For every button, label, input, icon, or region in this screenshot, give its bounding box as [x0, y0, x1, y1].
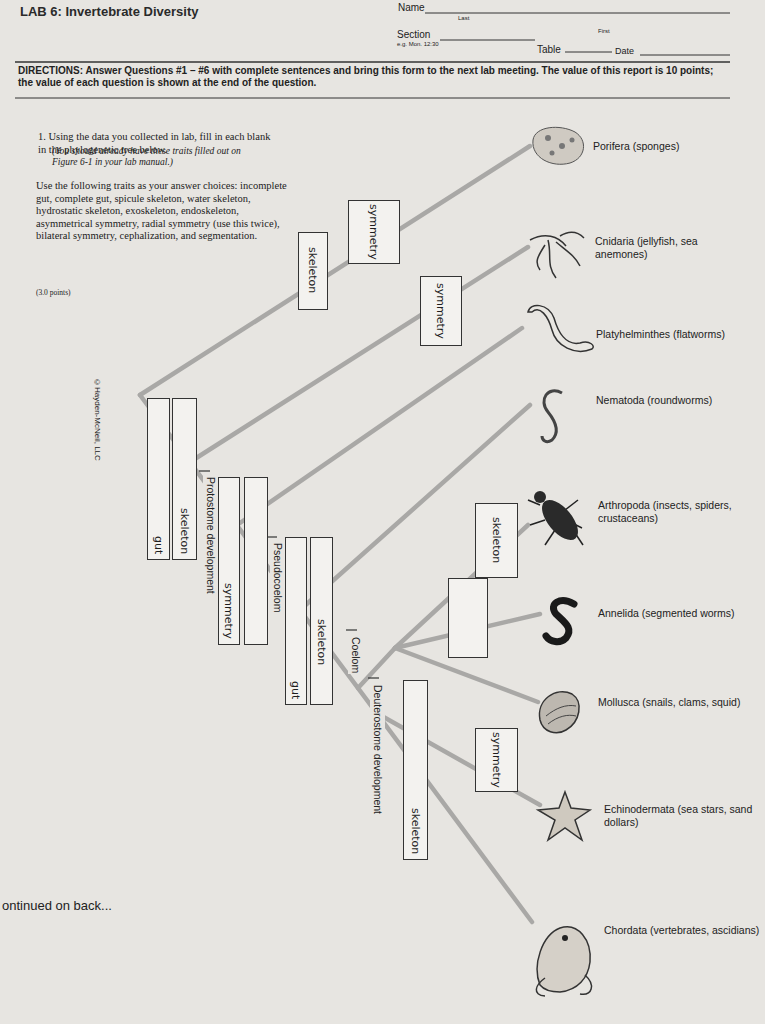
handwritten-answer: symmetry	[223, 583, 234, 639]
answer-box: symmetry	[218, 477, 240, 645]
handwritten-answer: skeleton	[179, 508, 190, 554]
annelid-icon	[546, 601, 574, 642]
flatworm-icon	[528, 305, 593, 351]
field-label: Table	[537, 44, 561, 56]
phylum-label: Cnidaria (jellyfish, sea anemones)	[595, 235, 745, 260]
traits-text: Use the following traits as your answer …	[36, 180, 298, 243]
seastar-icon	[538, 792, 590, 840]
blank-answer-box	[448, 578, 488, 658]
phylum-label: Chordata (vertebrates, ascidians)	[604, 924, 762, 937]
clade-label: Pseudocoelom	[270, 542, 285, 613]
answer-box: symmetry	[348, 200, 400, 264]
handwritten-answer: symmetry	[368, 204, 379, 260]
phylum-label: Porifera (sponges)	[593, 140, 753, 153]
handwritten-answer: skeleton	[410, 808, 421, 854]
blank-answer-box	[244, 477, 268, 645]
clade-label: Coelom	[348, 636, 363, 674]
jellyfish-icon	[530, 232, 584, 278]
clam-icon	[539, 692, 579, 733]
field-label: Date	[615, 46, 634, 57]
answer-box: skeleton	[298, 232, 328, 310]
phylum-label: Platyhelminthes (flatworms)	[596, 328, 761, 341]
field-hint: e.g. Mon. 12:30	[397, 41, 439, 48]
footer-text: ontinued on back...	[2, 898, 112, 914]
phylum-label: Arthropoda (insects, spiders, crustacean…	[598, 499, 733, 524]
handwritten-answer: gut	[290, 681, 301, 699]
answer-box: skeleton	[403, 680, 428, 860]
points-text: (3.0 points)	[36, 288, 71, 297]
handwritten-answer: symmetry	[491, 732, 502, 788]
sponge-icon	[533, 127, 584, 164]
phylum-label: Annelida (segmented worms)	[598, 607, 748, 620]
answer-box: skeleton	[475, 503, 518, 578]
answer-box: skeleton	[310, 537, 333, 705]
handwritten-answer: skeleton	[307, 247, 318, 293]
lab-title: LAB 6: Invertebrate Diversity	[20, 4, 198, 20]
phylum-label: Nematoda (roundworms)	[596, 394, 756, 407]
beetle-icon	[528, 491, 585, 546]
answer-box: gut	[147, 398, 170, 560]
handwritten-answer: gut	[153, 536, 164, 554]
phylum-label: Mollusca (snails, clams, squid)	[598, 696, 758, 709]
answer-box: skeleton	[172, 398, 197, 560]
roundworm-icon	[542, 391, 562, 442]
directions-text: DIRECTIONS: Answer Questions #1 – #6 wit…	[18, 65, 730, 89]
handwritten-answer: skeleton	[491, 517, 502, 563]
copyright-text: ©Hayden-McNeil, LLC	[92, 378, 102, 461]
handwritten-answer: skeleton	[316, 619, 327, 665]
note-text: (You should already have these traits fi…	[52, 146, 267, 169]
frog-icon	[536, 927, 591, 996]
field-label: Name	[398, 2, 425, 14]
answer-box: symmetry	[420, 276, 462, 346]
field-hint: Last	[458, 15, 469, 22]
field-label: Section	[397, 29, 430, 41]
handwritten-answer: symmetry	[435, 283, 446, 339]
answer-box: symmetry	[475, 728, 518, 792]
phylum-label: Echinodermata (sea stars, sand dollars)	[604, 803, 762, 828]
clade-label: Deuterostome development	[370, 684, 385, 815]
clade-label: Protostome development	[203, 476, 218, 595]
field-hint: First	[598, 28, 610, 35]
answer-box: gut	[285, 537, 307, 705]
